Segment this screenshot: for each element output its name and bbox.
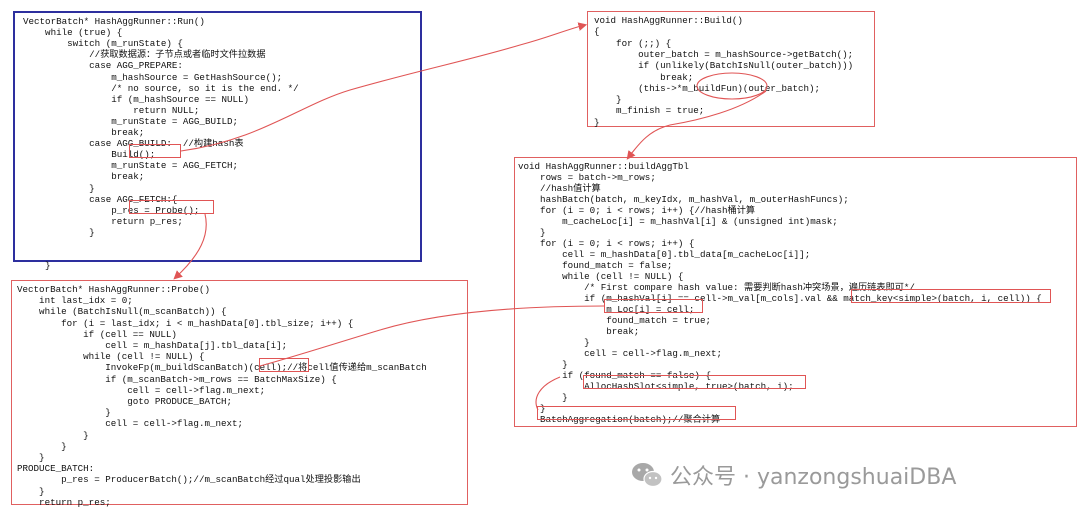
code-line: } [518,359,568,370]
code-line: PRODUCE_BATCH: [17,463,95,475]
build-agg-tbl-panel: void HashAggRunner::buildAggTbl rows = b… [514,157,1077,427]
code-line: m_finish = true; [594,105,705,117]
code-line: cell = m_hashData[j].tbl_data[i]; [17,340,288,351]
code-line: return p_res; [17,496,111,508]
highlight-alloc-hash-slot [583,375,806,389]
code-line: outer_batch = m_hashSource->getBatch(); [594,48,854,60]
code-line: AllocHashSlot<simple, true>(batch, i); [518,381,794,392]
code-line: } [17,485,45,497]
code-line: VectorBatch* HashAggRunner::Run() [23,16,205,27]
code-line: for (;;) { [594,37,672,49]
code-line: } [518,337,590,348]
code-line: while (true) { [23,27,123,39]
code-line: } [17,452,45,463]
code-line: return p_res; [23,215,183,227]
code-line: switch (m_runState) { [23,38,183,50]
code-line: p_res = ProducerBatch();//m_scanBatch经过q… [17,474,361,486]
code-line: //获取数据源：子节点或者临时文件拉数据 [23,49,266,61]
code-line: } [594,116,600,128]
code-line: break; [518,326,640,337]
code-line: Build(); [23,149,156,161]
watermark-text: 公众号 · yanzongshuaiDBA [670,465,957,490]
code-line: m_runState = AGG_FETCH; [23,160,239,172]
code-line: if (unlikely(BatchIsNull(outer_batch))) [594,60,854,72]
code-line: VectorBatch* HashAggRunner::Probe() [17,284,210,295]
code-line: } [23,260,51,272]
code-line: } [518,392,568,403]
code-line: cell = cell->flag.m_next; [518,348,722,359]
code-line: break; [23,171,145,183]
code-line: m_Loc[i] = cell; [518,304,695,315]
code-line: break; [23,127,145,138]
code-line: found_match = false; [518,260,673,271]
code-line: return NULL; [23,104,200,116]
code-line: } [17,440,67,452]
wechat-icon [632,463,663,488]
code-line: while (BatchIsNull(m_scanBatch)) { [17,306,227,318]
code-line: if (m_hashSource == NULL) [23,93,250,105]
highlight-invoke-cell [259,358,309,372]
code-line: p_res = Probe(); [23,204,200,216]
code-line: for (i = 0; i < rows; i++) { [518,238,695,249]
code-line: int last_idx = 0; [17,295,133,307]
build-function-panel: void HashAggRunner::Build(){ for (;;) { … [587,11,875,127]
code-line: } [594,94,622,106]
code-line: for (i = 0; i < rows; i++) {//hash桶计算 [518,205,756,216]
run-function-panel: VectorBatch* HashAggRunner::Run() while … [13,11,422,271]
highlight-batch-aggregation [537,406,736,420]
code-line: { [594,26,600,38]
code-line: for (i = last_idx; i < m_hashData[0].tbl… [17,317,354,329]
code-line: /* First compare hash value: 需要判断hash冲突场… [518,282,915,293]
code-line: while (cell != NULL) { [518,271,684,282]
code-line: m_hashSource = GetHashSource(); [23,71,283,83]
code-line: m_cacheLoc[i] = m_hashVal[i] & (unsigned… [518,216,838,227]
code-line: cell = cell->flag.m_next; [17,384,266,396]
code-line: case AGG_PREPARE: [23,60,183,72]
code-line: /* no source, so it is the end. */ [23,82,299,94]
code-line: rows = batch->m_rows; [518,172,656,183]
code-line: } [17,407,111,419]
code-line: (this->*m_buildFun)(outer_batch); [594,82,821,94]
code-line: while (cell != NULL) { [17,351,205,363]
code-line: void HashAggRunner::buildAggTbl [518,161,689,172]
watermark: 公众号 · yanzongshuaiDBA [630,459,956,491]
code-line: if (cell == NULL) [17,328,177,340]
code-line: } [17,429,89,441]
code-line: } [23,226,95,238]
code-line: goto PRODUCE_BATCH; [17,396,233,407]
probe-function-panel: VectorBatch* HashAggRunner::Probe() int … [11,280,468,508]
code-line: m_runState = AGG_BUILD; [23,115,239,127]
highlight-match-key [851,289,1051,303]
code-line: //hash值计算 [518,183,601,194]
code-line: hashBatch(batch, m_keyIdx, m_hashVal, m_… [518,194,849,205]
code-line: void HashAggRunner::Build() [594,15,743,26]
code-line: case AGG_FETCH:{ [23,193,178,205]
code-line: found_match = true; [518,315,711,326]
highlight-probe-call [129,200,214,214]
code-line: if (m_hashVal[i] == cell->m_val[m_cols].… [518,293,1042,304]
code-line: cell = cell->flag.m_next; [17,418,244,430]
code-line: break; [594,71,694,83]
highlight-build-call [129,144,181,158]
highlight-m-loc [604,299,703,313]
code-line: if (m_scanBatch->m_rows == BatchMaxSize)… [17,373,337,385]
code-line: InvokeFp(m_buildScanBatch)(cell);//将cell… [17,362,427,374]
code-line: } [518,227,546,238]
code-line: cell = m_hashData[0].tbl_data[m_cacheLoc… [518,249,811,260]
code-line: } [23,182,95,194]
